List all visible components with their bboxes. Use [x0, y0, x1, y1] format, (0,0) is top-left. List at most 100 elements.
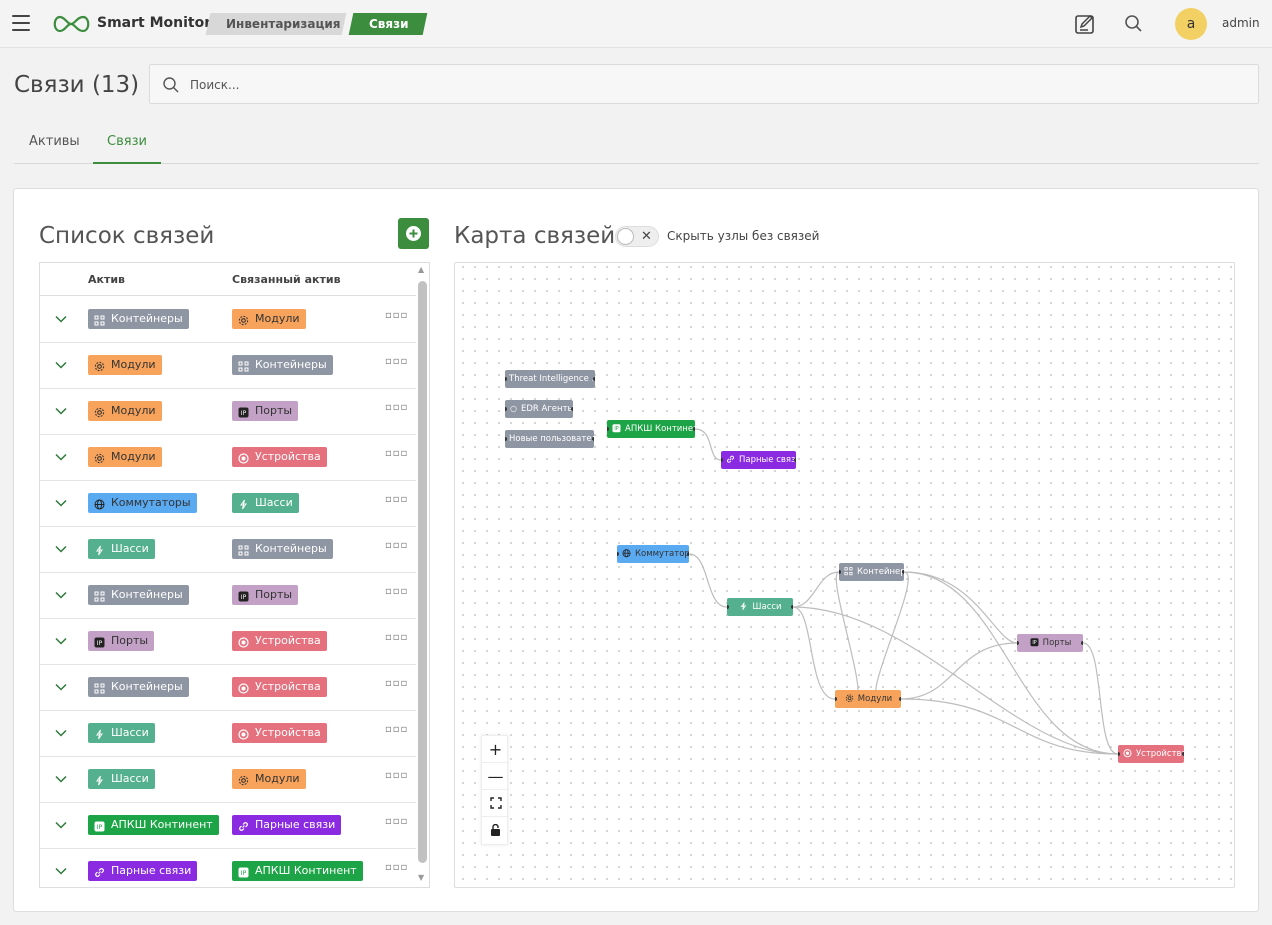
table-row[interactable]: Шасси Модули ▫▫▫ [40, 757, 416, 803]
search-input[interactable] [190, 74, 1230, 96]
row-menu-button[interactable]: ▫▫▫ [385, 770, 409, 781]
map-node-chassis[interactable]: Шасси [727, 598, 793, 616]
table-row[interactable]: Коммутаторы Шасси ▫▫▫ [40, 481, 416, 527]
asset-chip[interactable]: Модули [88, 447, 162, 467]
asset-chip[interactable]: Контейнеры [88, 309, 189, 329]
chevron-down-icon[interactable] [54, 680, 68, 694]
table-row[interactable]: Шасси Устройства ▫▫▫ [40, 711, 416, 757]
row-menu-button[interactable]: ▫▫▫ [385, 724, 409, 735]
row-menu-button[interactable]: ▫▫▫ [385, 356, 409, 367]
asset-chip[interactable]: Контейнеры [88, 677, 189, 697]
linked-asset-chip[interactable]: Контейнеры [232, 539, 333, 559]
asset-chip[interactable]: Модули [88, 401, 162, 421]
asset-chip[interactable]: Парные связи [88, 861, 198, 881]
lock-button[interactable] [482, 817, 509, 844]
map-node-switch[interactable]: Коммутаторы [617, 545, 689, 563]
chevron-down-icon[interactable] [54, 588, 68, 602]
asset-chip[interactable]: Шасси [88, 769, 155, 789]
asset-chip[interactable]: Шасси [88, 539, 155, 559]
table-row[interactable]: Шасси Контейнеры ▫▫▫ [40, 527, 416, 573]
linked-asset-chip[interactable]: Модули [232, 769, 306, 789]
table-row[interactable]: Модули Устройства ▫▫▫ [40, 435, 416, 481]
chevron-down-icon[interactable] [54, 496, 68, 510]
breadcrumb-inventory[interactable]: Инвентаризация [205, 13, 347, 35]
row-menu-button[interactable]: ▫▫▫ [385, 402, 409, 413]
row-menu-button[interactable]: ▫▫▫ [385, 632, 409, 643]
scroll-down-arrow[interactable]: ▼ [418, 873, 425, 882]
chevron-down-icon[interactable] [54, 542, 68, 556]
add-link-button[interactable] [398, 218, 429, 249]
avatar[interactable]: a [1175, 8, 1207, 40]
chevron-down-icon[interactable] [54, 450, 68, 464]
zoom-out-button[interactable]: — [482, 763, 509, 790]
chevron-down-icon[interactable] [54, 634, 68, 648]
row-menu-button[interactable]: ▫▫▫ [385, 540, 409, 551]
zoom-in-button[interactable]: + [482, 736, 509, 763]
asset-chip[interactable]: Контейнеры [88, 585, 189, 605]
linked-asset-chip[interactable]: Устройства [232, 447, 327, 467]
table-row[interactable]: Модули Контейнеры ▫▫▫ [40, 343, 416, 389]
asset-chip[interactable]: Модули [88, 355, 162, 375]
linked-asset-chip[interactable]: Парные связи [232, 815, 342, 835]
linked-asset-chip[interactable]: Устройства [232, 723, 327, 743]
scrollbar-thumb[interactable] [418, 281, 427, 863]
row-menu-button[interactable]: ▫▫▫ [385, 862, 409, 873]
scroll-up-arrow[interactable]: ▲ [418, 265, 425, 274]
map-node-cont[interactable]: Контейнеры [839, 563, 904, 581]
linked-asset-chip[interactable]: Шасси [232, 493, 299, 513]
map-node-threat[interactable]: Threat Intelligence ... [505, 370, 595, 388]
row-menu-button[interactable]: ▫▫▫ [385, 310, 409, 321]
row-menu-button[interactable]: ▫▫▫ [385, 494, 409, 505]
username[interactable]: admin [1222, 16, 1260, 30]
chevron-down-icon[interactable] [54, 404, 68, 418]
row-menu-button[interactable]: ▫▫▫ [385, 816, 409, 827]
asset-chip[interactable]: Шасси [88, 723, 155, 743]
fit-view-button[interactable] [482, 790, 509, 817]
linked-asset-chip[interactable]: Контейнеры [232, 355, 333, 375]
chevron-down-icon[interactable] [54, 312, 68, 326]
chevron-down-icon[interactable] [54, 358, 68, 372]
table-row[interactable]: Контейнеры Модули ▫▫▫ [40, 297, 416, 343]
map-node-modules[interactable]: Модули [835, 690, 901, 708]
node-port [693, 427, 695, 431]
edit-icon[interactable] [1073, 12, 1097, 36]
linked-asset-chip[interactable]: Устройства [232, 631, 327, 651]
row-menu-button[interactable]: ▫▫▫ [385, 678, 409, 689]
search-icon[interactable] [1122, 12, 1146, 36]
zoom-controls: + — [481, 735, 509, 845]
row-menu-button[interactable]: ▫▫▫ [385, 448, 409, 459]
tab-assets[interactable]: Активы [29, 134, 80, 149]
chevron-down-icon[interactable] [54, 772, 68, 786]
hide-unlinked-toggle[interactable]: ✕ [615, 226, 659, 247]
map-node-devices[interactable]: Устройства [1118, 745, 1184, 763]
linked-asset-chip[interactable]: Устройства [232, 677, 327, 697]
breadcrumb-links[interactable]: Связи [348, 13, 428, 35]
chevron-down-icon[interactable] [54, 818, 68, 832]
search-box[interactable] [149, 64, 1259, 104]
map-node-edr[interactable]: EDR Агенты [505, 400, 573, 418]
row-menu-button[interactable]: ▫▫▫ [385, 586, 409, 597]
chevron-down-icon[interactable] [54, 726, 68, 740]
menu-icon[interactable] [12, 15, 30, 31]
linked-asset-chip[interactable]: Модули [232, 309, 306, 329]
table-row[interactable]: Контейнеры Устройства ▫▫▫ [40, 665, 416, 711]
map-node-pair[interactable]: Парные связи [721, 451, 796, 469]
map-node-newusers[interactable]: Новые пользователи [505, 430, 594, 448]
chevron-down-icon[interactable] [54, 864, 68, 878]
asset-chip[interactable]: Коммутаторы [88, 493, 197, 513]
link-icon [726, 455, 735, 469]
tab-links[interactable]: Связи [93, 124, 161, 164]
